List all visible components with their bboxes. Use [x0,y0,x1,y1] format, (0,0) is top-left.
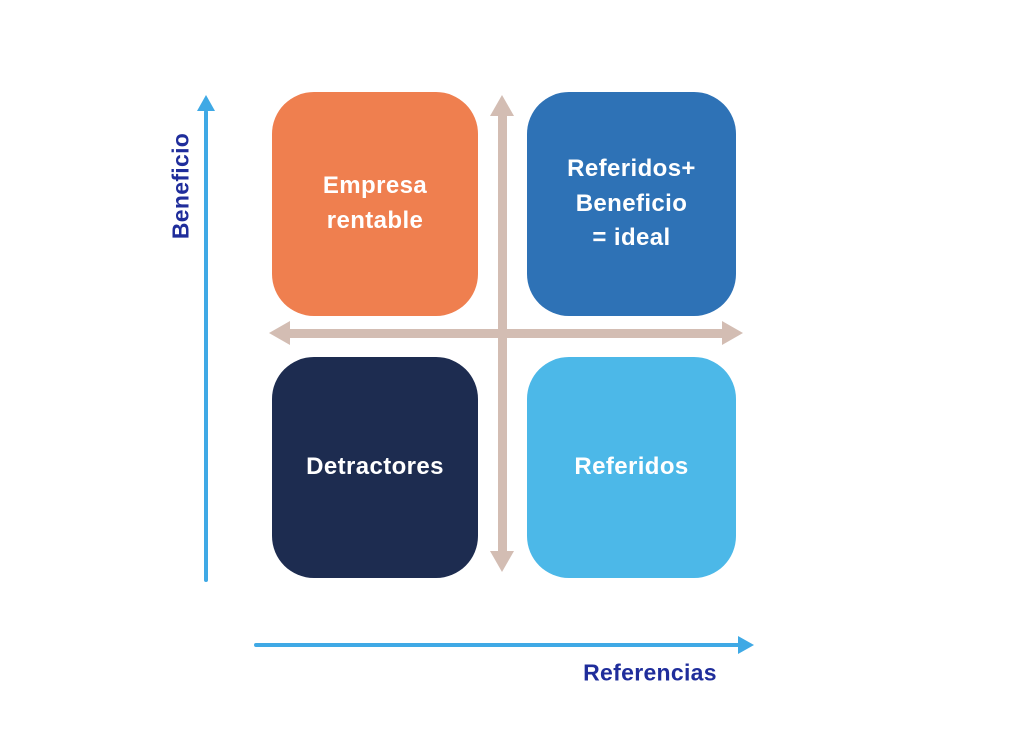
y-axis-label: Beneficio [167,132,194,240]
quadrant-label: Empresa rentable [322,172,428,234]
quadrant-detractores: Detractores [272,357,478,578]
quadrant-label: Detractores [306,453,444,481]
arrow-right-icon [738,636,754,654]
y-axis-line [204,110,208,582]
x-axis-line [254,643,740,647]
arrowhead-down-icon [490,551,514,572]
arrow-up-icon [197,95,215,111]
quadrant-empresa-rentable: Empresa rentable [272,92,478,316]
horizontal-double-arrow-line [288,329,724,338]
quadrant-referidos: Referidos [527,357,736,578]
arrowhead-right-icon [722,321,743,345]
quadrant-label: Referidos+ Beneficio = ideal [567,154,696,252]
arrowhead-left-icon [269,321,290,345]
quadrant-label: Referidos [574,453,689,481]
x-axis-label: Referencias [583,659,717,686]
quadrant-referidos-beneficio-ideal: Referidos+ Beneficio = ideal [527,92,736,316]
arrowhead-up-icon [490,95,514,116]
